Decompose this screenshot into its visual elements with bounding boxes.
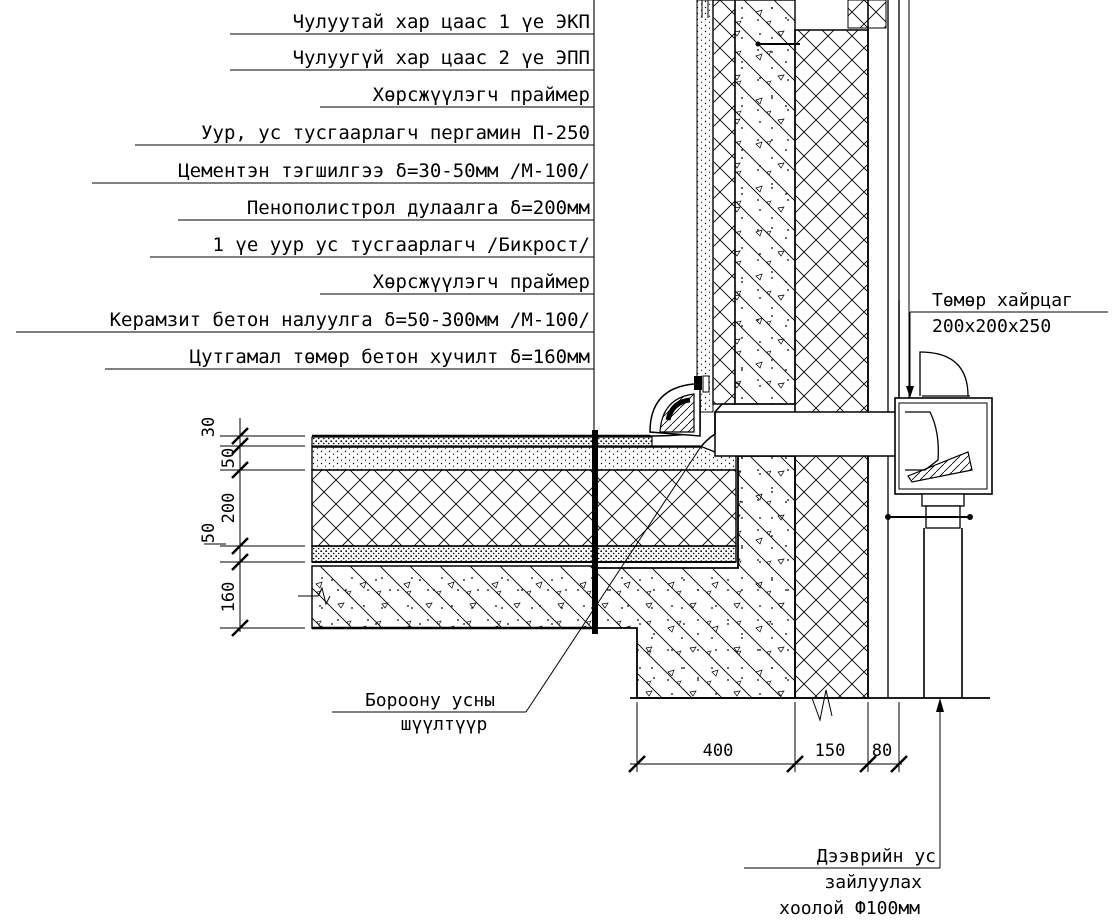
roof-slab [298, 565, 595, 630]
main-wall-concrete [593, 455, 796, 699]
box-note-line2: 200x200x250 [932, 316, 1051, 337]
roof-membranes [311, 434, 700, 448]
facade-layer [867, 0, 910, 698]
layer-labels [16, 33, 594, 370]
vdim-200: 200 [219, 493, 239, 524]
layer-label-5: Цементэн тэгшилгээ δ=30-50мм /М-100/ [178, 160, 590, 182]
vdim-160: 160 [219, 582, 239, 613]
vertical-dimension-chain [204, 418, 305, 637]
parapet-concrete [734, 0, 796, 405]
top-cap [847, 0, 887, 29]
drain-grate [649, 375, 710, 437]
layer-label-3: Хөрсжүүлэгч праймер [373, 84, 590, 106]
layer-label-8: Хөрсжүүлэгч праймер [373, 271, 590, 293]
layer-label-7: 1 үе уур ус тусгаарлагч /Бикрост/ [213, 234, 591, 256]
downpipe [885, 493, 973, 698]
layer-label-2: Чулуугүй хар цаас 2 үе ЭПП [293, 47, 590, 69]
vdim-30: 30 [199, 417, 219, 437]
pipe-note-line2: зайлуулах [824, 872, 922, 893]
drain-note-line2: шүүлтүүр [401, 714, 488, 735]
hdim-400: 400 [703, 741, 734, 761]
pipe-note-line1: Дээврийн ус [817, 846, 936, 867]
layer-label-6: Пенополистрол дулаалга δ=200мм [247, 197, 590, 219]
parapet-insulation [712, 0, 736, 405]
vdim-50-top: 50 [219, 448, 239, 468]
horizontal-dimension-chain [628, 702, 908, 773]
wall-cladding [696, 0, 714, 413]
pipe-note-leader [744, 698, 944, 869]
layer-label-1: Чулуутай хар цаас 1 үе ЭКП [293, 11, 590, 33]
hdim-80: 80 [872, 741, 892, 761]
layer-label-9: Керамзит бетон налуулга δ=50-300мм /М-10… [110, 309, 590, 331]
layer-leader [592, 0, 598, 634]
screed-layer-lower [311, 545, 737, 563]
layer-label-10: Цутгамал төмөр бетон хучилт δ=160мм [190, 346, 590, 368]
pipe-note-line3: хоолой Ф100мм [779, 898, 920, 919]
drain-note-line1: Бороонy усны [365, 690, 495, 711]
steel-box [894, 351, 993, 495]
drain-note-leader [332, 447, 701, 713]
vdim-50-bottom: 50 [199, 523, 219, 543]
cement-screed [311, 445, 737, 471]
box-note-leader [906, 311, 1108, 398]
hdim-150: 150 [815, 741, 846, 761]
insulation-layer [311, 469, 737, 547]
layer-label-4: Уур, ус тусгаарлагч пергамин П-250 [201, 122, 590, 144]
drain-pipe-horizontal [649, 400, 906, 457]
box-note-line1: Төмөр хайрцаг [932, 290, 1073, 311]
